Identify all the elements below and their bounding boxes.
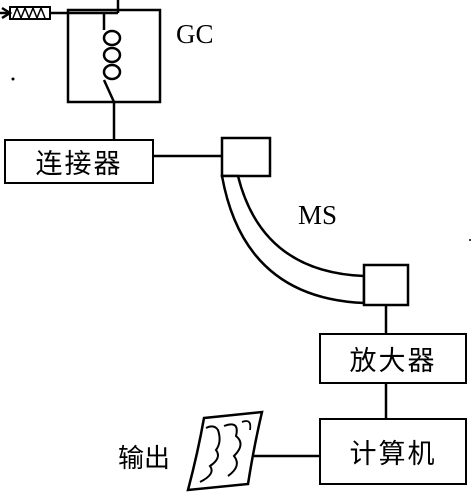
amplifier-label: 放大器: [349, 346, 437, 377]
ms-label: MS: [298, 200, 338, 230]
gc-inlet-line: [0, 0, 120, 21]
ms-inlet-fitting: [220, 136, 272, 178]
gc-column-box: [66, 8, 162, 104]
computer-box: 计算机: [319, 418, 467, 485]
ms-detector-fitting: [362, 263, 410, 307]
connector-label: 连接器: [35, 149, 123, 180]
computer-label: 计算机: [349, 439, 437, 470]
ms-flight-tube: [220, 174, 366, 305]
gc-coil: [102, 13, 122, 103]
stray-mark: [11, 77, 15, 81]
amplifier-box: 放大器: [319, 333, 467, 384]
gc-label: GC: [176, 19, 214, 49]
output-label: 输出: [118, 444, 171, 474]
output-chart-paper: [186, 410, 264, 492]
stray-mark: [469, 239, 471, 241]
connector-box: 连接器: [4, 139, 154, 184]
